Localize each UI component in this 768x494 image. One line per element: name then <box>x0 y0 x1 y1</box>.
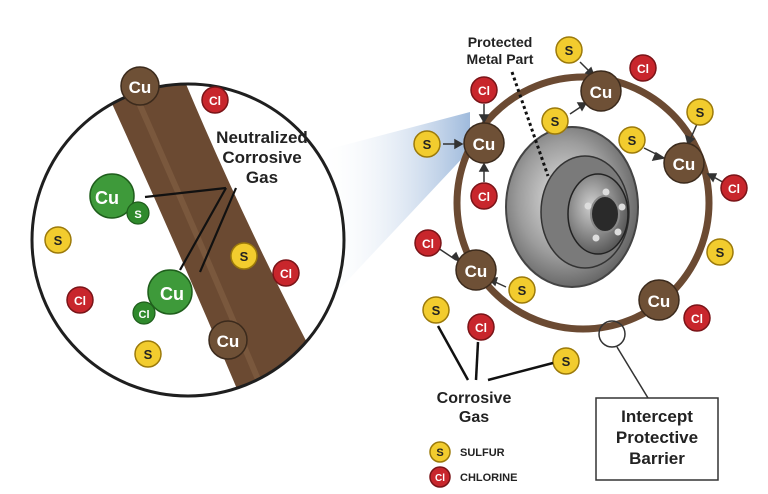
svg-text:Cu: Cu <box>473 135 496 154</box>
legend-chlorine: Cl CHLORINE <box>429 466 517 488</box>
svg-text:S: S <box>518 283 527 298</box>
zoom-inset: Neutralized Corrosive Gas Cu Cl Cu S Cu … <box>30 66 346 398</box>
protected-part-label-line1: Protected <box>468 34 533 50</box>
corrosive-gas-label-line1: Corrosive <box>437 390 512 407</box>
copper-atom: Cu <box>663 142 705 184</box>
svg-text:Cu: Cu <box>648 292 671 311</box>
zoom-highlight-cone <box>318 112 470 312</box>
neutralized-pointer-lines <box>144 186 238 273</box>
chlorine-atom: Cl <box>467 313 495 341</box>
sulfur-atom: S <box>618 126 646 154</box>
svg-text:Cl: Cl <box>478 190 490 204</box>
svg-text:Cl: Cl <box>475 321 487 335</box>
barrier-ring-diagram: Protected Metal Part Cu Cu Cu <box>413 34 748 481</box>
svg-text:Cu: Cu <box>160 284 184 304</box>
barrier-callout-line <box>616 346 649 399</box>
protected-part-label-line2: Metal Part <box>467 51 534 67</box>
svg-text:Cu: Cu <box>590 83 613 102</box>
barrier-band-zoom <box>92 84 344 396</box>
svg-text:Cl: Cl <box>478 84 490 98</box>
neutralized-copper-sulfide: Cu S <box>89 173 150 225</box>
legend: S SULFUR Cl CHLORINE <box>429 441 517 488</box>
svg-text:S: S <box>628 133 637 148</box>
chlorine-atom: Cl <box>470 76 498 104</box>
copper-atom: Cu <box>208 320 248 360</box>
protected-metal-part <box>505 126 639 288</box>
svg-text:Cu: Cu <box>95 188 119 208</box>
svg-text:S: S <box>696 105 705 120</box>
sulfur-atom: S <box>413 130 441 158</box>
neutralized-label-line1: Neutralized <box>216 128 308 147</box>
svg-text:Cu: Cu <box>217 332 240 351</box>
svg-text:Cl: Cl <box>422 237 434 251</box>
legend-sulfur-icon <box>429 441 451 463</box>
protected-part-pointer <box>510 71 550 177</box>
barrier-label-line3: Barrier <box>629 449 685 468</box>
svg-text:Cu: Cu <box>465 262 488 281</box>
svg-text:Cu: Cu <box>129 78 152 97</box>
copper-atom: Cu <box>455 249 497 291</box>
legend-chlorine-icon <box>429 466 451 488</box>
corrosive-gas-label-line2: Gas <box>459 409 489 426</box>
svg-text:S: S <box>134 209 141 221</box>
neutralized-label-line2: Corrosive <box>222 148 301 167</box>
copper-atom: Cu <box>580 70 622 112</box>
chlorine-atom: Cl <box>629 54 657 82</box>
sulfur-atom: S <box>44 226 72 254</box>
barrier-label-line2: Protective <box>616 428 698 447</box>
svg-text:Cl: Cl <box>435 473 445 484</box>
chlorine-atom: Cl <box>66 286 94 314</box>
svg-text:Cl: Cl <box>74 294 86 308</box>
sulfur-atom: S <box>230 242 258 270</box>
svg-text:S: S <box>54 233 63 248</box>
svg-text:Cl: Cl <box>728 182 740 196</box>
chlorine-atom: Cl <box>470 182 498 210</box>
barrier-callout-box <box>595 397 719 481</box>
svg-text:Cu: Cu <box>673 155 696 174</box>
sulfur-atom: S <box>552 347 580 375</box>
svg-text:S: S <box>436 447 443 459</box>
svg-text:S: S <box>144 347 153 362</box>
sulfur-atom: S <box>541 107 569 135</box>
svg-text:S: S <box>240 249 249 264</box>
legend-sulfur: S SULFUR <box>429 441 505 463</box>
chlorine-atom: Cl <box>414 229 442 257</box>
svg-text:Cl: Cl <box>691 312 703 326</box>
sulfur-atom: S <box>422 296 450 324</box>
svg-text:Cl: Cl <box>139 309 150 321</box>
chlorine-atom: Cl <box>272 259 300 287</box>
svg-text:S: S <box>432 303 441 318</box>
sulfur-atom: S <box>686 98 714 126</box>
sulfur-atom: S <box>555 36 583 64</box>
svg-text:S: S <box>716 245 725 260</box>
svg-text:S: S <box>562 354 571 369</box>
chlorine-atom: Cl <box>201 86 229 114</box>
sulfur-atom: S <box>508 276 536 304</box>
barrier-ring <box>453 73 713 333</box>
neutralized-label-line3: Gas <box>246 168 278 187</box>
svg-text:Cl: Cl <box>637 62 649 76</box>
barrier-callout-circle <box>598 320 626 348</box>
sulfur-atom: S <box>134 340 162 368</box>
legend-chlorine-label: CHLORINE <box>460 472 517 484</box>
sulfur-atom: S <box>706 238 734 266</box>
copper-atom: Cu <box>120 66 160 106</box>
svg-text:S: S <box>551 114 560 129</box>
svg-text:S: S <box>565 43 574 58</box>
svg-text:Cl: Cl <box>209 94 221 108</box>
corrosive-gas-pointer-lines <box>436 325 554 382</box>
svg-text:Cl: Cl <box>280 267 292 281</box>
chlorine-atom: Cl <box>683 304 711 332</box>
chlorine-atom: Cl <box>720 174 748 202</box>
svg-text:S: S <box>423 137 432 152</box>
legend-sulfur-label: SULFUR <box>460 447 505 459</box>
copper-atom: Cu <box>638 279 680 321</box>
neutralized-copper-chloride: Cu Cl <box>132 269 193 325</box>
barrier-label-line1: Intercept <box>621 407 693 426</box>
copper-atom: Cu <box>463 122 505 164</box>
